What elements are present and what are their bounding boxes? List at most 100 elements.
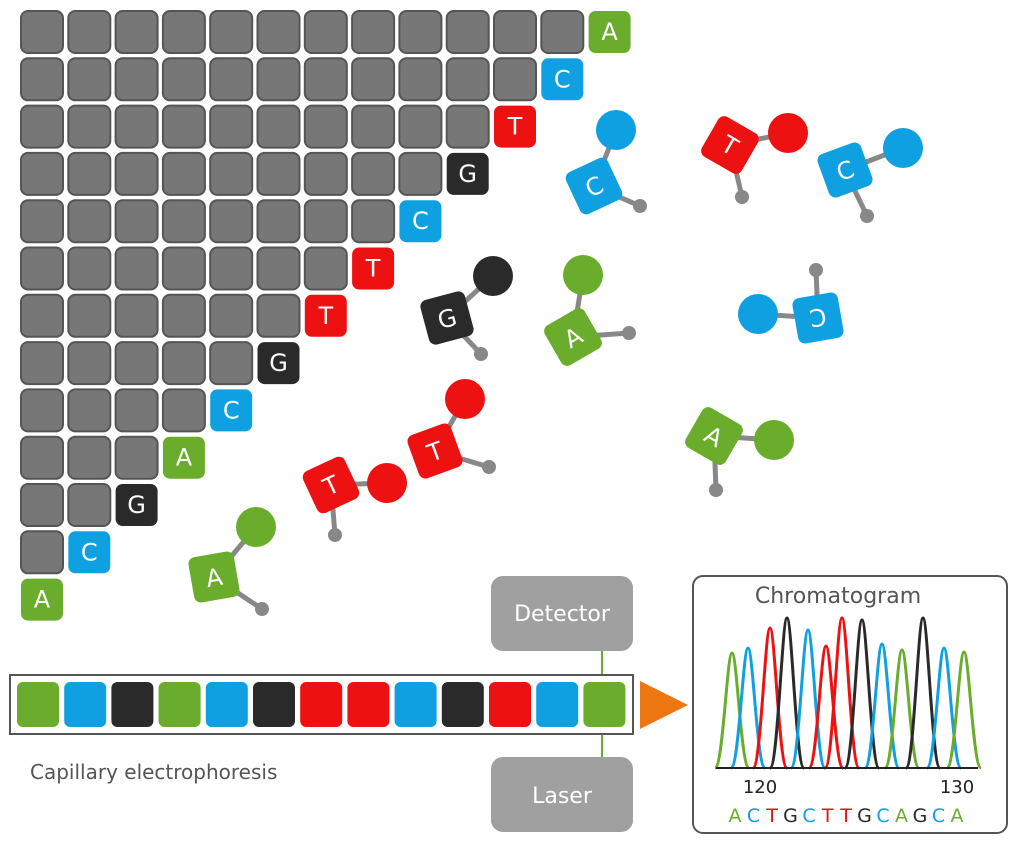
chromatogram-peak (807, 644, 845, 770)
ladder-block (20, 57, 64, 102)
capillary-band (394, 682, 437, 727)
ladder-block (351, 151, 396, 196)
floating-nucleotide: C (565, 110, 647, 215)
ladder-block (114, 151, 159, 196)
ladder-block (445, 104, 490, 149)
dye-ball (596, 110, 636, 150)
ladder-block (493, 57, 537, 102)
base-tile (210, 389, 253, 432)
ladder-block (20, 293, 64, 338)
ladder-block (445, 57, 490, 102)
base-tile (494, 105, 536, 148)
ladder-terminal-base: T (304, 294, 347, 337)
capillary-band (347, 682, 390, 727)
ladder-terminal-base: T (352, 247, 395, 290)
ladder-block (209, 151, 254, 196)
ladder-block (303, 10, 348, 54)
sequence-letter: G (783, 805, 798, 827)
phosphate-dot (860, 209, 874, 223)
ladder-block (303, 246, 348, 291)
ladder-block (114, 435, 159, 480)
ladder-block (20, 435, 64, 480)
base-tile (817, 142, 873, 198)
base-tile (685, 407, 743, 465)
sequence-letter: A (895, 805, 908, 827)
base-tile (21, 578, 63, 621)
ladder-block (20, 151, 64, 196)
ladder-block (256, 293, 301, 338)
chromatogram-title: Chromatogram (755, 584, 921, 609)
ladder-block (67, 104, 112, 149)
ladder-block (256, 104, 301, 149)
ladder-block (303, 104, 348, 149)
ladder-block (161, 388, 206, 433)
ladder-block (351, 104, 396, 149)
base-tile (188, 551, 240, 603)
base-letter: A (601, 18, 618, 46)
ladder-block (161, 10, 206, 54)
dye-ball (445, 379, 485, 419)
ladder-block (161, 104, 206, 149)
ladder-block (67, 293, 112, 338)
tick-label-130: 130 (940, 777, 974, 798)
ladder-block (161, 151, 206, 196)
capillary-label: Capillary electrophoresis (30, 760, 277, 784)
base-letter: G (127, 491, 146, 519)
base-letter: C (223, 396, 240, 424)
ladder-block (161, 293, 206, 338)
ladder-block (209, 293, 254, 338)
ladder-block (351, 199, 396, 244)
ladder-block (351, 57, 396, 102)
base-tile (701, 116, 759, 174)
ladder-block (67, 246, 112, 291)
ladder-block (209, 341, 254, 386)
ladder-terminal-base: G (446, 152, 489, 195)
chromatogram-peak (789, 628, 827, 770)
base-tile (407, 423, 463, 479)
capillary-band (489, 682, 531, 727)
base-tile (352, 247, 395, 290)
ladder-block (67, 10, 112, 54)
floating-nucleotide: T (701, 113, 808, 204)
ladder-block (209, 246, 254, 291)
ladder-block (256, 10, 301, 54)
sequence-letter: C (802, 805, 815, 827)
ladder-terminal-base: A (162, 436, 205, 479)
ladder-block (114, 341, 159, 386)
ladder-block (67, 435, 112, 480)
dye-ball (738, 294, 778, 334)
ladder-block (161, 199, 206, 244)
base-tile (115, 484, 158, 526)
dye-ball (236, 507, 276, 547)
capillary-tube (9, 674, 634, 735)
sequence-letter: C (876, 805, 889, 827)
laser-box: Laser (491, 757, 633, 832)
detector-label: Detector (514, 602, 611, 627)
base-tile (544, 308, 602, 366)
phosphate-dot (735, 190, 749, 204)
base-tile (68, 531, 111, 574)
ladder-terminal-base: C (210, 389, 253, 432)
ladder-block (67, 151, 112, 196)
ladder-block (20, 246, 64, 291)
base-tile (565, 157, 623, 215)
ladder-block (114, 57, 159, 102)
base-letter: A (204, 563, 226, 594)
ladder-block (114, 199, 159, 244)
base-tile (792, 292, 844, 344)
base-tile (446, 152, 489, 195)
ladder-block (209, 57, 254, 102)
laser-label: Laser (532, 784, 593, 809)
detector-box: Detector (491, 576, 633, 651)
ladder-block (303, 151, 348, 196)
ladder-block (256, 57, 301, 102)
base-tile (399, 200, 442, 243)
ladder-block (256, 246, 301, 291)
sequence-letter: T (821, 805, 834, 827)
ladder-terminal-base: C (68, 531, 111, 574)
ladder-block (540, 10, 585, 54)
sequence-letter: G (913, 805, 928, 827)
sequence-letter: C (932, 805, 945, 827)
